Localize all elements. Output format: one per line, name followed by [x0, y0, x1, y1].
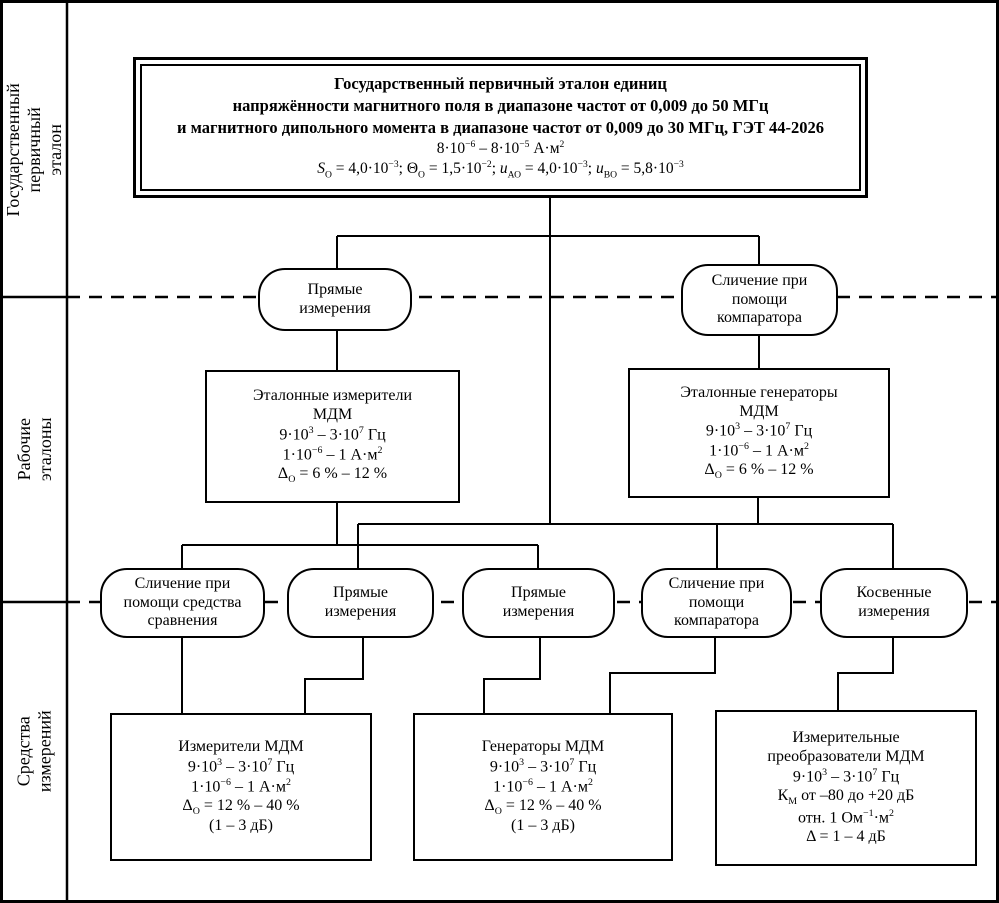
box-text-line: 1·10−6 – 1 А·м2	[191, 776, 291, 795]
method-label: Прямые измерения	[502, 584, 575, 620]
box-text-line: 9·103 – 3·107 Гц	[792, 766, 900, 786]
box-text-line: ΔО = 6 % – 12 %	[277, 464, 388, 486]
box-text-line: 9·103 – 3·107 Гц	[489, 756, 597, 775]
box-text-line: КМ от –80 до +20 дБ	[777, 786, 915, 808]
box-text-line: ΔО = 6 % – 12 %	[704, 461, 814, 482]
working-standard-measurers-box: Эталонные измерители МДМ 9·103 – 3·107 Г…	[205, 370, 460, 503]
method-label: Прямые измерения	[324, 584, 397, 620]
method-oval-direct-measurements-1: Прямые измерения	[287, 568, 434, 638]
sidebar-cell-primary-standard: Государственный первичный эталон	[3, 3, 67, 297]
box-text-line: МДМ	[739, 402, 779, 420]
sidebar-label-measuring-instruments: Средства измерений	[13, 710, 55, 792]
method-oval-direct-measurements-2: Прямые измерения	[462, 568, 615, 638]
method-oval-indirect-measurements: Косвенные измерения	[820, 568, 968, 638]
box-text-line: МДМ	[312, 406, 353, 424]
method-oval-comparison-means: Сличение при помощи средства сравнения	[100, 568, 265, 638]
box-text-line: 1·10−6 – 1 А·м2	[282, 444, 383, 464]
box-text-line: преобразователи МДМ	[767, 748, 925, 766]
box-text-line: 1·10−6 – 1 А·м2	[493, 776, 593, 795]
method-label: Сличение при помощи средства сравнения	[123, 574, 242, 630]
box-text-line: Измерительные	[792, 729, 900, 747]
box-text-line: Эталонные измерители	[252, 387, 413, 405]
method-label: Сличение при помощи компаратора	[711, 271, 808, 327]
box-text-line: Генераторы МДМ	[481, 737, 605, 755]
primary-standard-uncertainty-line: SО = 4,0·10−3; ΘО = 1,5·10−2; uАО = 4,0·…	[317, 158, 684, 181]
instrument-box-generators: Генераторы МДМ 9·103 – 3·107 Гц 1·10−6 –…	[413, 713, 673, 861]
box-text-line: отн. 1 Ом−1·м2	[798, 807, 894, 827]
instrument-box-measurers: Измерители МДМ 9·103 – 3·107 Гц 1·10−6 –…	[110, 713, 372, 861]
method-oval-comparator-bottom: Сличение при помощи компаратора	[641, 568, 792, 638]
instrument-box-transducers: Измерительные преобразователи МДМ 9·103 …	[715, 710, 977, 866]
box-text-line: Измерители МДМ	[178, 737, 304, 755]
sidebar-label-working-standards: Рабочие эталоны	[13, 417, 55, 482]
method-label: Прямые измерения	[299, 280, 371, 317]
method-oval-comparator-top: Сличение при помощи компаратора	[681, 264, 838, 336]
sidebar-label-primary-standard: Государственный первичный эталон	[3, 83, 66, 217]
box-text-line: (1 – 3 дБ)	[511, 817, 575, 835]
box-text-line: Δ = 1 – 4 дБ	[806, 827, 886, 845]
sidebar-cell-measuring-instruments: Средства измерений	[3, 602, 67, 900]
box-text-line: ΔО = 12 % – 40 %	[484, 796, 602, 817]
method-label: Косвенные измерения	[856, 584, 932, 620]
primary-standard-title-line: и магнитного дипольного момента в диапаз…	[176, 117, 825, 137]
box-text-line: 9·103 – 3·107 Гц	[279, 424, 386, 444]
box-text-line: (1 – 3 дБ)	[209, 817, 273, 835]
primary-standard-title-line: напряжённости магнитного поля в диапазон…	[232, 96, 769, 116]
box-text-line: Эталонные генераторы	[680, 383, 838, 401]
sidebar-cell-working-standards: Рабочие эталоны	[3, 297, 67, 602]
sidebar-divider-lines	[3, 3, 69, 900]
primary-standard-box: Государственный первичный эталон единиц …	[133, 57, 868, 198]
working-standard-generators-box: Эталонные генераторы МДМ 9·103 – 3·107 Г…	[628, 368, 890, 498]
box-text-line: 1·10−6 – 1 А·м2	[709, 441, 809, 460]
method-label: Сличение при помощи компаратора	[668, 574, 765, 630]
box-text-line: ΔО = 12 % – 40 %	[182, 796, 300, 817]
method-oval-direct-measurements-top: Прямые измерения	[258, 268, 412, 331]
hierarchy-connectors	[181, 198, 894, 713]
box-text-line: 9·103 – 3·107 Гц	[705, 421, 813, 440]
primary-standard-title-line: Государственный первичный эталон единиц	[334, 74, 667, 94]
box-text-line: 9·103 – 3·107 Гц	[187, 756, 295, 775]
primary-standard-range-line: 8·10−6 – 8·10−5 А·м2	[436, 138, 565, 157]
primary-standard-inner-border: Государственный первичный эталон единиц …	[140, 64, 861, 191]
